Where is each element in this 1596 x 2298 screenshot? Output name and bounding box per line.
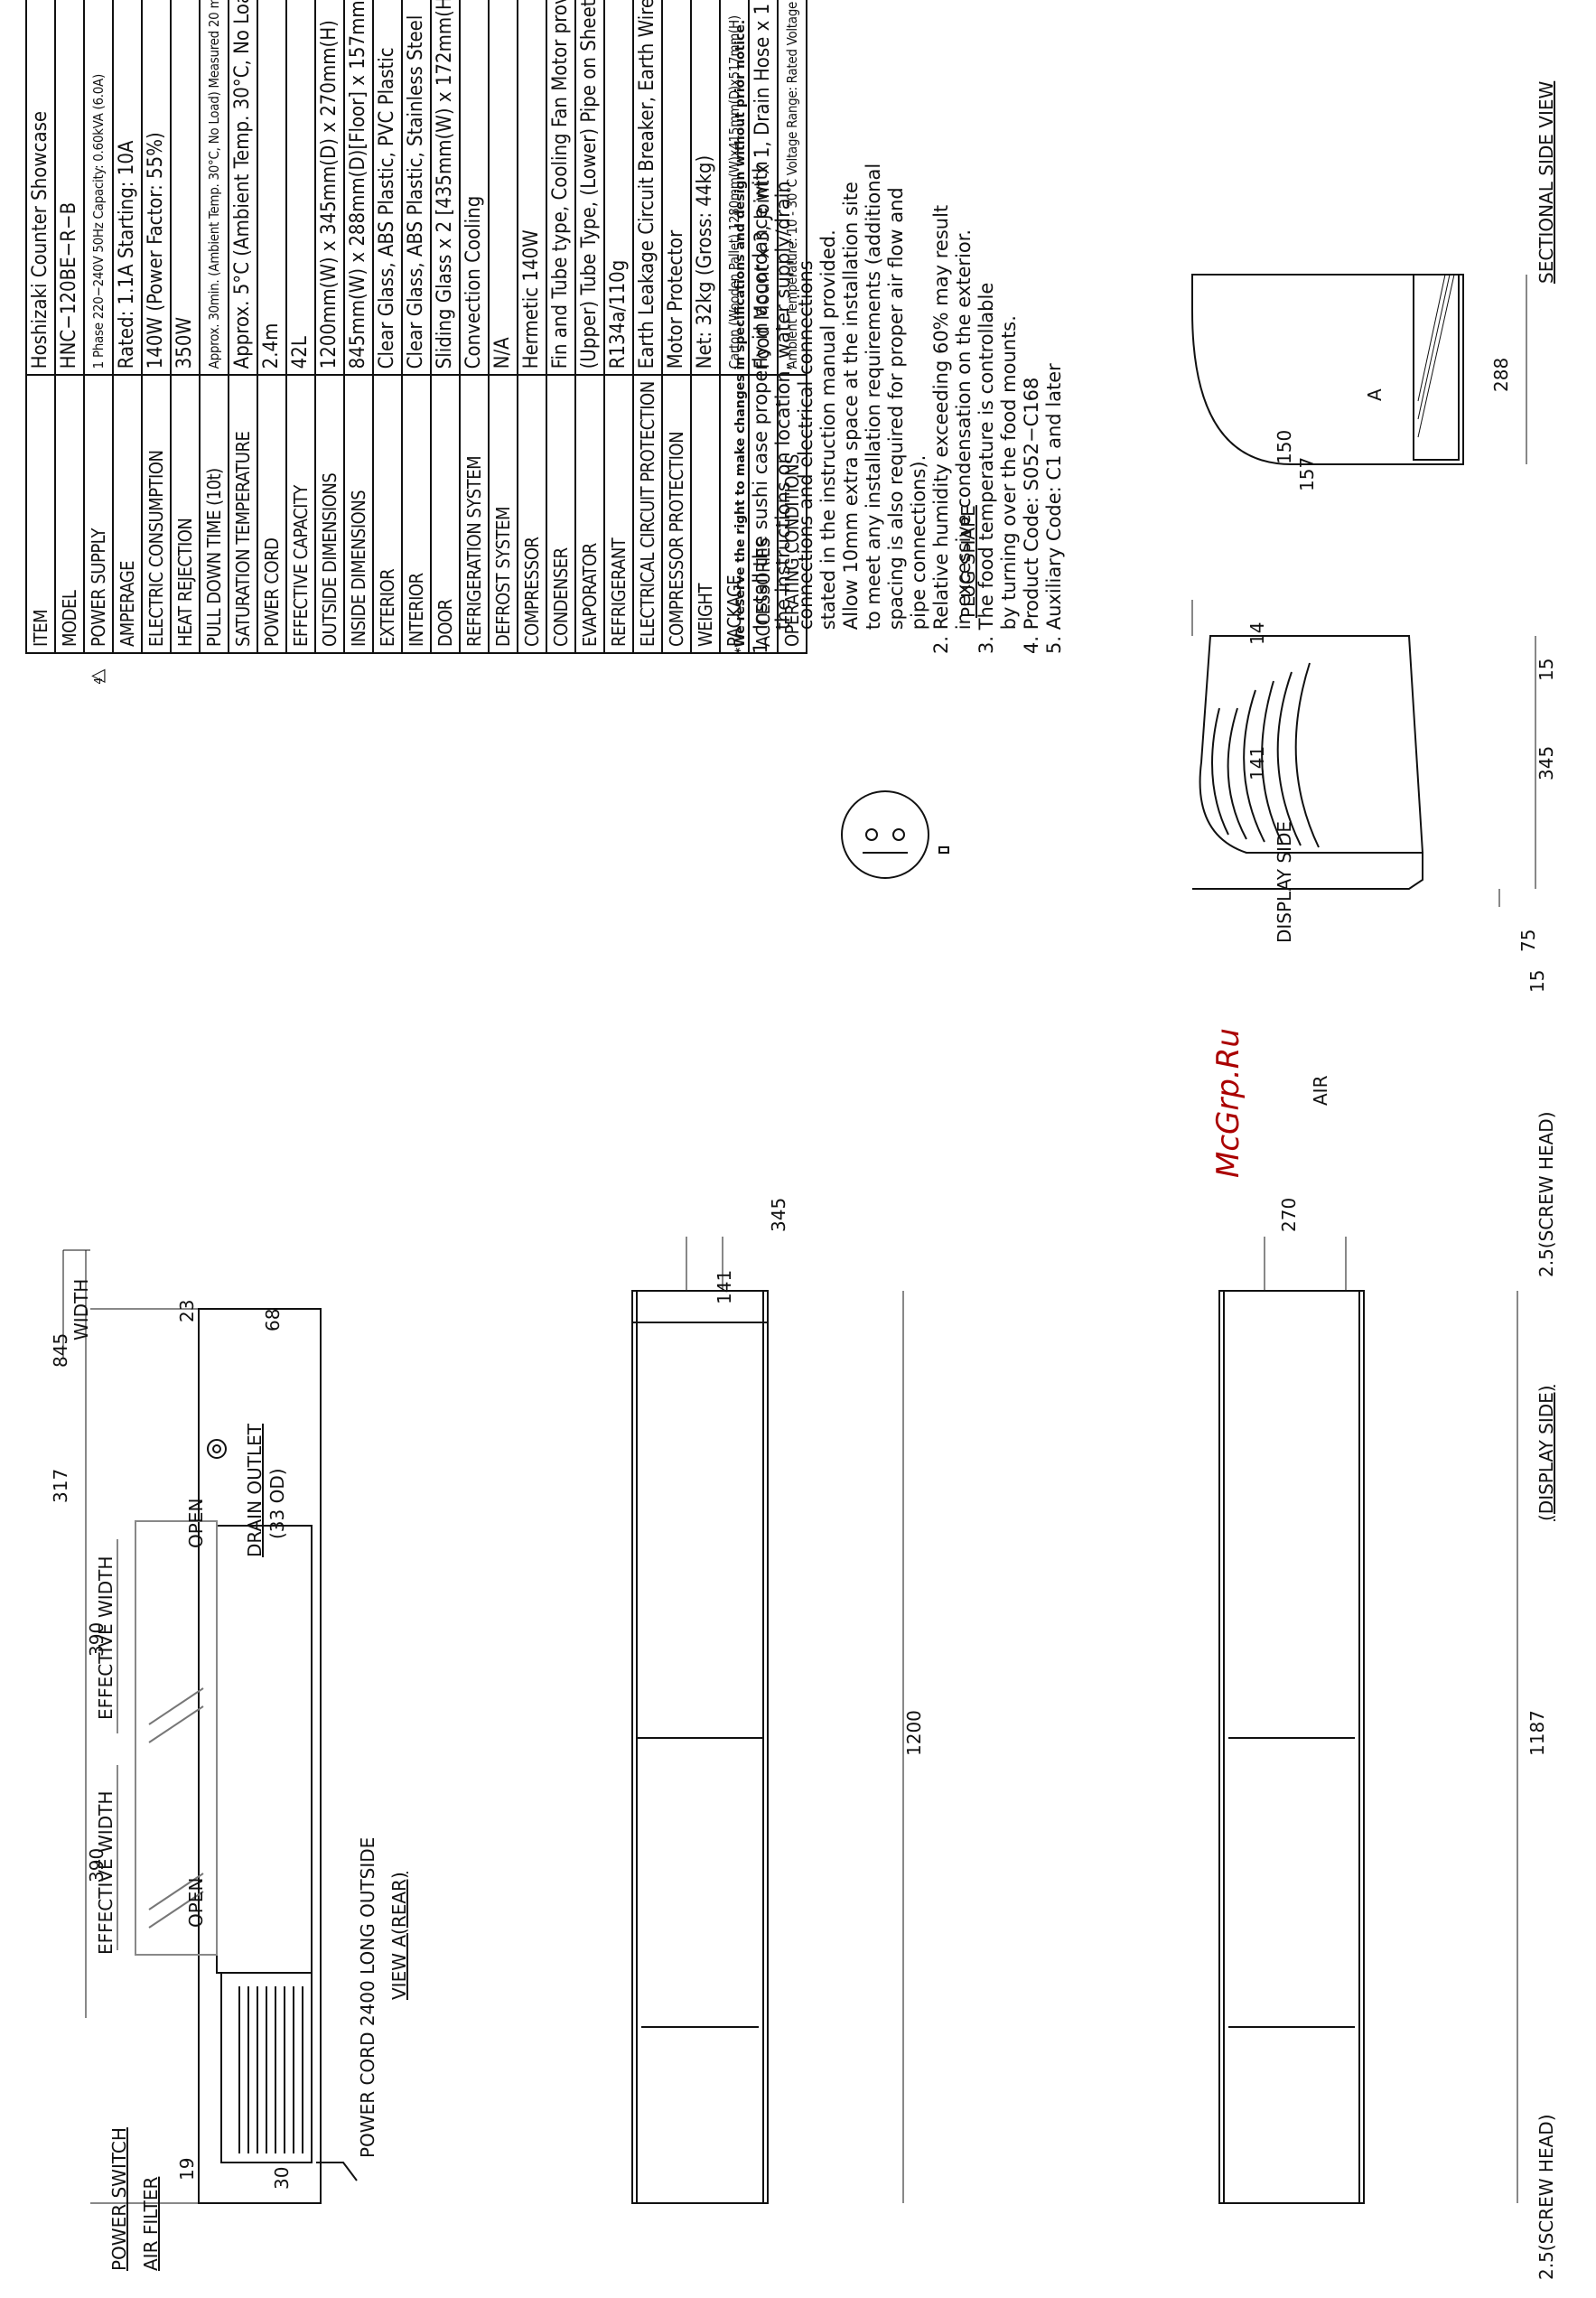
sectional-side-view-drawing bbox=[1191, 274, 1527, 465]
power-cord-label: POWER CORD 2400 LONG OUTSIDE bbox=[357, 1836, 378, 2158]
side-dim-75: 75 bbox=[1517, 929, 1539, 952]
dim-1200: 1200 bbox=[903, 1710, 925, 1756]
dim-845: 845 bbox=[50, 1332, 71, 1368]
air-filter-label: AIR FILTER bbox=[140, 2176, 162, 2271]
view-a-rear-label: VIEW A(REAR) bbox=[388, 1872, 410, 2000]
width-label: WIDTH bbox=[70, 1278, 92, 1340]
screw-head-label-1: 2.5(SCREW HEAD) bbox=[1535, 2114, 1557, 2281]
side-dim-14: 14 bbox=[1246, 621, 1268, 645]
open-label-2: OPEN bbox=[185, 1498, 207, 1548]
dim-317: 317 bbox=[50, 1468, 71, 1503]
rear-view bbox=[62, 1249, 358, 2204]
display-side-label: DISPLAY SIDE bbox=[1274, 821, 1295, 943]
power-switch-label: POWER SWITCH bbox=[108, 2127, 130, 2271]
plug-shape-label: PLUG SHAPE bbox=[957, 505, 979, 618]
arrow-a-label: A bbox=[1364, 388, 1386, 401]
plug-shape bbox=[841, 790, 949, 879]
sect-dim-288: 288 bbox=[1490, 357, 1512, 392]
dim-141: 141 bbox=[714, 1269, 735, 1304]
watermark-text: McGrp.Ru bbox=[1210, 1028, 1246, 1178]
dim-270: 270 bbox=[1278, 1197, 1300, 1232]
sectional-side-view-label: SECTIONAL SIDE VIEW bbox=[1535, 80, 1557, 284]
sect-dim-150: 150 bbox=[1274, 429, 1295, 464]
drain-outlet-label: DRAIN OUTLET bbox=[244, 1424, 266, 1557]
side-dim-141: 141 bbox=[1246, 745, 1268, 780]
sect-dim-157: 157 bbox=[1296, 456, 1318, 491]
dim-345: 345 bbox=[768, 1197, 789, 1232]
screw-head-label-2: 2.5(SCREW HEAD) bbox=[1535, 1111, 1557, 1278]
air-label: AIR bbox=[1310, 1075, 1331, 1106]
display-side-paren-label: (DISPLAY SIDE) bbox=[1535, 1385, 1557, 1521]
dim-68: 68 bbox=[262, 1308, 284, 1331]
side-dim-15a: 15 bbox=[1535, 658, 1557, 681]
dim-19: 19 bbox=[176, 2157, 198, 2181]
drain-od-label: (33 OD) bbox=[266, 1468, 288, 1539]
dim-23: 23 bbox=[176, 1299, 198, 1322]
side-dim-345: 345 bbox=[1535, 745, 1557, 780]
side-profile-view bbox=[1191, 600, 1536, 907]
dim-390b: 390 bbox=[86, 1621, 107, 1657]
dim-390a: 390 bbox=[86, 1847, 107, 1882]
dim-1187: 1187 bbox=[1526, 1710, 1548, 1756]
display-side-view bbox=[1218, 1237, 1518, 2204]
open-label-1: OPEN bbox=[185, 1877, 207, 1928]
top-view bbox=[631, 1237, 904, 2204]
dim-30: 30 bbox=[271, 2166, 293, 2190]
side-dim-15b: 15 bbox=[1526, 969, 1548, 993]
